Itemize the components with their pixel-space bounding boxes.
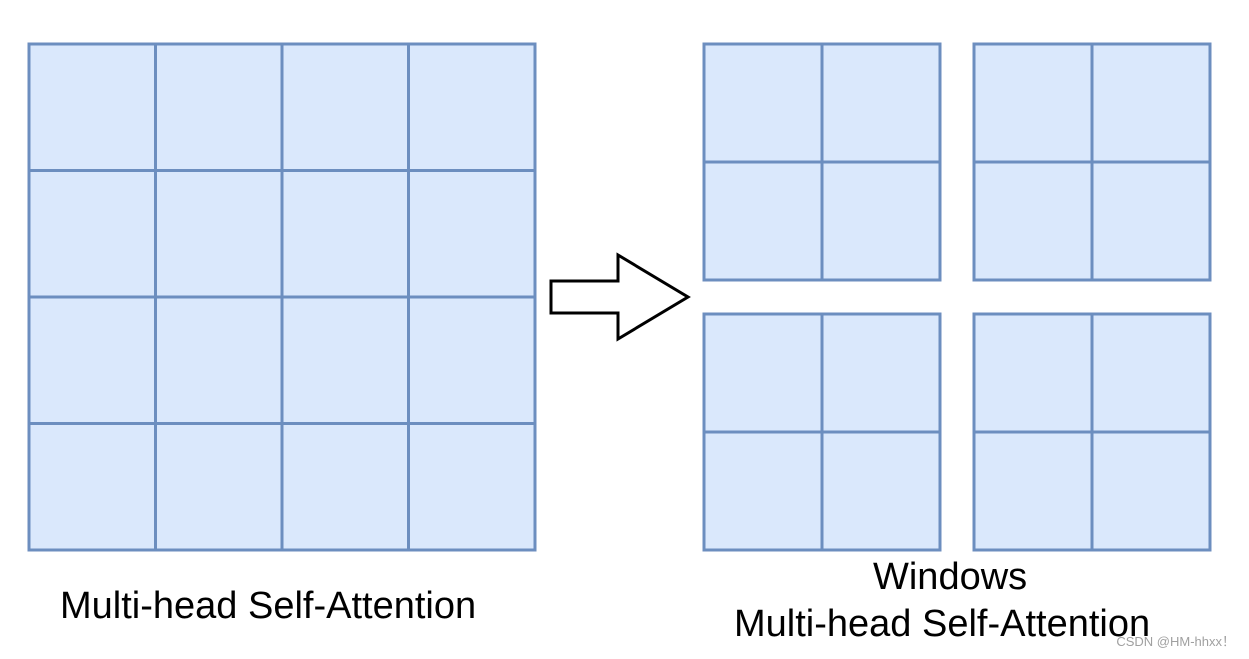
grid-cell <box>154 42 284 172</box>
grid-cell <box>27 42 157 172</box>
grid-cell <box>1090 160 1212 282</box>
grid-cell <box>407 422 537 552</box>
grid-cell <box>820 312 942 434</box>
grid-cell <box>702 42 824 164</box>
grid-cell <box>407 169 537 299</box>
grid-cell <box>972 312 1094 434</box>
window-partition-grids <box>702 42 1212 552</box>
grid-cell <box>280 169 410 299</box>
full-grid <box>27 42 537 552</box>
grid-cell <box>820 160 942 282</box>
grid-cell <box>1090 42 1212 164</box>
grid-cell <box>154 422 284 552</box>
grid-cell <box>407 295 537 425</box>
grid-cell <box>1090 312 1212 434</box>
grid-cell <box>407 42 537 172</box>
grid-cell <box>820 42 942 164</box>
grid-cell <box>154 295 284 425</box>
grid-cell <box>27 169 157 299</box>
right-caption-mhsa: Multi-head Self-Attention <box>734 603 1151 645</box>
watermark: CSDN @HM-hhxx！ <box>1116 634 1235 649</box>
grid-cell <box>27 295 157 425</box>
window-2 <box>972 42 1212 282</box>
grid-cell <box>702 160 824 282</box>
grid-cell <box>280 42 410 172</box>
grid-cell <box>972 42 1094 164</box>
grid-cell <box>972 430 1094 552</box>
right-caption-windows: Windows <box>873 556 1028 598</box>
left-caption: Multi-head Self-Attention <box>60 585 477 627</box>
window-3 <box>702 312 942 552</box>
full-feature-map-grid <box>27 42 537 552</box>
right-arrow-icon <box>549 252 691 342</box>
window-1 <box>702 42 942 282</box>
grid-cell <box>154 169 284 299</box>
grid-cell <box>820 430 942 552</box>
grid-cell <box>972 160 1094 282</box>
grid-cell <box>27 422 157 552</box>
grid-cell <box>280 422 410 552</box>
grid-cell <box>280 295 410 425</box>
window-4 <box>972 312 1212 552</box>
grid-cell <box>1090 430 1212 552</box>
grid-cell <box>702 430 824 552</box>
grid-cell <box>702 312 824 434</box>
